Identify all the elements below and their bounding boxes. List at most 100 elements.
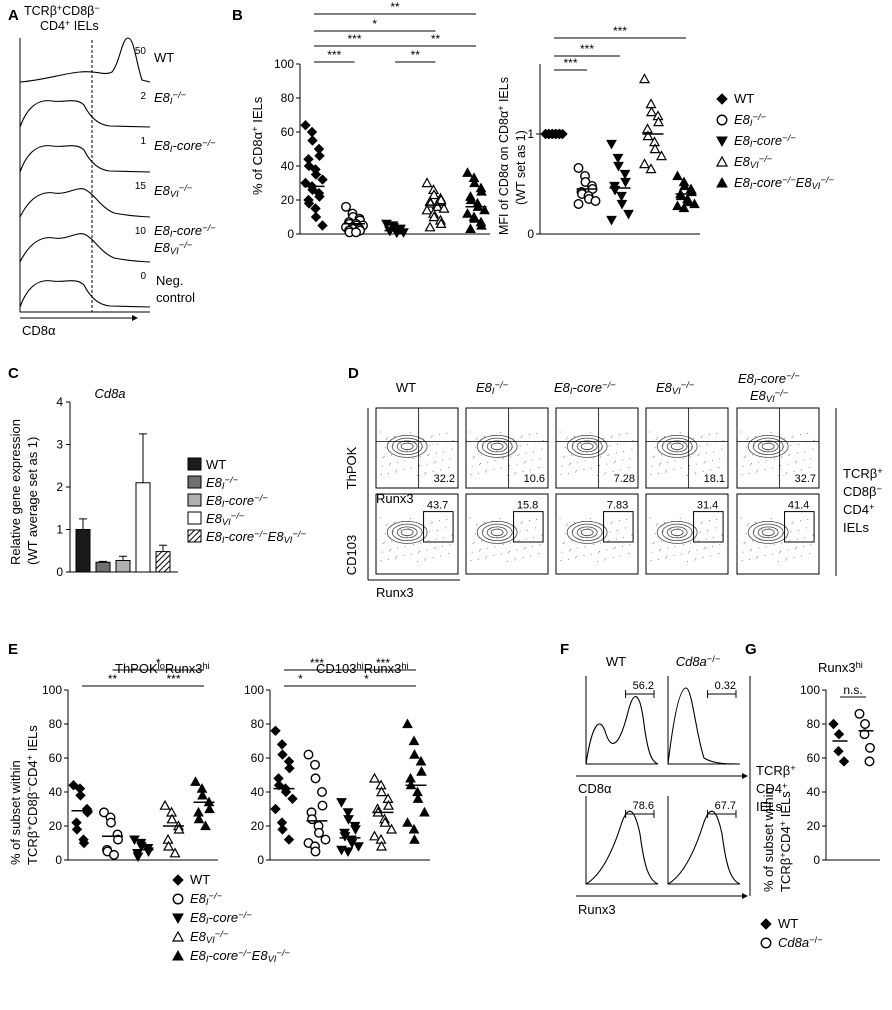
panel-d-r2-plot-4-dot-54 (750, 549, 752, 551)
panel-d-r1-plot-3-dot-58 (666, 470, 668, 472)
panel-a-frame (19, 38, 150, 313)
panel-d-r1-plot-3-dot-6 (658, 464, 660, 466)
panel-d-r1-plot-4-dot-36 (796, 452, 798, 454)
chart-e1-legend-label-4: E8I-core−/−E8VI−/− (190, 948, 290, 964)
panel-d-r1-plot-2-dot-5 (604, 473, 606, 475)
panel-d-r2-plot-1-contour-3 (490, 528, 504, 537)
panel-d-r2-plot-2-dot-46 (631, 534, 633, 536)
chart-e2-point-4-0 (402, 718, 413, 729)
panel-d-r1-plot-3-dot-27 (654, 447, 656, 449)
panel-d-r2-plot-2-gate (603, 511, 634, 543)
panel-letter-D: D (348, 365, 359, 382)
panel-d-r1-plot-4-dot-28 (784, 438, 786, 440)
panel-d-r1-plot-2-dot-31 (570, 454, 572, 456)
panel-d-r1-plot-0-dot-50 (383, 455, 385, 457)
chart-b2-legend-label-3: E8VI−/− (734, 154, 773, 170)
panel-d-r2-plot-1-dot-55 (518, 539, 520, 541)
panel-d-r1-plot-2-dot-27 (564, 447, 566, 449)
panel-d-r2-plot-4-dot-36 (796, 538, 798, 540)
chart-b1-sig-label-0: ** (390, 0, 400, 14)
chart-b1-point-3-15 (424, 221, 436, 232)
chart-g-ylabel-1: % of subset within (761, 787, 776, 892)
panel-d-r2-plot-3-dot-4 (655, 524, 657, 526)
panel-d-r1-plot-4-contour-2 (757, 440, 779, 453)
panel-f-side-2: CD4+ (756, 781, 787, 796)
panel-d-r2-plot-4-dot-20 (771, 553, 773, 555)
panel-d-r1-plot-1-dot-39 (493, 468, 495, 470)
panel-d-r2-plot-3-dot-57 (701, 521, 703, 523)
panel-f-r1-hist-0-value: 56.2 (633, 680, 654, 692)
chart-b1-point-4-10 (462, 208, 473, 218)
panel-a-label-3: E8VI−/− (154, 183, 193, 199)
panel-d-r2-plot-2-dot-56 (573, 530, 575, 532)
panel-d-r2-plot-3-dot-24 (687, 560, 689, 562)
panel-d-r1-plot-3-dot-59 (704, 461, 706, 463)
chart-g-point-1-4 (864, 756, 875, 767)
panel-d-r1-plot-0-dot-55 (428, 453, 430, 455)
panel-d-r1-plot-1-dot-55 (518, 453, 520, 455)
panel-d-r2-plot-1-dot-40 (532, 545, 534, 547)
panel-d-r2-plot-0-dot-15 (439, 555, 441, 557)
panel-d-r1-plot-3-dot-55 (698, 453, 700, 455)
panel-letter-C: C (8, 365, 19, 382)
chart-b1-point-0-16 (303, 198, 315, 209)
chart-c-legend-swatch-1 (187, 475, 202, 489)
panel-d-r1-plot-0-dot-23 (452, 440, 454, 442)
panel-d-r1-plot-4-dot-7 (788, 455, 790, 457)
panel-d-r1-plot-2-dot-7 (607, 455, 609, 457)
panel-d-r1-plot-2-dot-24 (597, 474, 599, 476)
panel-d-r1-plot-2-dot-21 (629, 458, 631, 460)
panel-d-r2-plot-0-dot-0 (379, 517, 381, 519)
panel-a-histogram-3 (19, 188, 151, 218)
panel-d-r2-plot-2-dot-4 (565, 524, 567, 526)
panel-d-r2-plot-0-dot-53 (425, 558, 427, 560)
panel-d-r2-plot-1-dot-50 (473, 541, 475, 543)
panel-d-r1-plot-4-dot-31 (751, 454, 753, 456)
panel-letter-A: A (8, 7, 19, 24)
panel-d-r2-plot-0-dot-41 (406, 536, 408, 538)
panel-d-r2-plot-2-dot-35 (577, 547, 579, 549)
panel-d-r2-plot-4-dot-56 (754, 530, 756, 532)
chart-b2-legend-marker-3 (715, 155, 729, 167)
chart-b1-point-3-0 (421, 177, 433, 188)
panel-d-r1-plot-2-dot-15 (619, 469, 621, 471)
panel-d-r1-plot-3-dot-21 (719, 458, 721, 460)
panel-d-r1-plot-0-dot-10 (395, 471, 397, 473)
panel-d-r1-plot-1-dot-41 (496, 450, 498, 452)
chart-g-point-0-3 (838, 756, 850, 767)
panel-d-r1-plot-0-contour-1 (391, 437, 423, 456)
panel-d-r1-ylabel: ThPOK (344, 446, 359, 489)
chart-e2-point-4-11 (408, 823, 420, 834)
panel-f-r2-xlabel: Runx3 (578, 902, 616, 917)
chart-e1-legend-label-1: E8I−/− (190, 891, 223, 907)
panel-d-r1-plot-3-dot-35 (667, 461, 669, 463)
panel-d-r1-plot-3-dot-25 (651, 465, 653, 467)
panel-d-r2-plot-3-value: 31.4 (697, 499, 718, 511)
panel-d-r2-plot-4-contour-3 (761, 528, 775, 537)
panel-d-r1-plot-2-dot-19 (626, 432, 628, 434)
panel-d-r1-plot-0-dot-31 (390, 454, 392, 456)
panel-d-r2-plot-0-dot-19 (446, 518, 448, 520)
panel-d-r1-plot-3-dot-34 (702, 470, 704, 472)
chart-e1-point-4-0 (190, 776, 201, 786)
panel-d-r2-plot-2-contour-3 (580, 528, 594, 537)
panel-d-r2-plot-4-dot-24 (778, 560, 780, 562)
panel-d-r2-plot-3-dot-31 (660, 540, 662, 542)
panel-d-r2-plot-0-dot-58 (396, 556, 398, 558)
panel-d-r2-plot-1-dot-54 (479, 549, 481, 551)
chart-e2-point-4-10 (402, 817, 413, 827)
panel-d-r2-plot-1-dot-1 (508, 552, 510, 554)
panel-d-r1-plot-3-dot-0 (649, 431, 651, 433)
panel-d-r1-plot-2-dot-2 (562, 457, 564, 459)
chart-e2-point-4-2 (409, 749, 420, 759)
chart-b2-legend-marker-2 (716, 136, 728, 148)
panel-d-r2-plot-1-dot-48 (470, 560, 472, 562)
panel-d-r2-plot-4-dot-1 (779, 552, 781, 554)
panel-d-r1-plot-3-dot-30 (696, 463, 698, 465)
chart-b2-sig-label-1: *** (580, 42, 594, 56)
panel-d-r2-plot-4-dot-13 (797, 529, 799, 531)
panel-d-r2-plot-3-dot-19 (716, 518, 718, 520)
chart-b1-point-1-17 (351, 227, 361, 238)
chart-c-bar-0 (75, 529, 91, 573)
chart-b2-legend-label-2: E8I-core−/− (734, 133, 796, 149)
